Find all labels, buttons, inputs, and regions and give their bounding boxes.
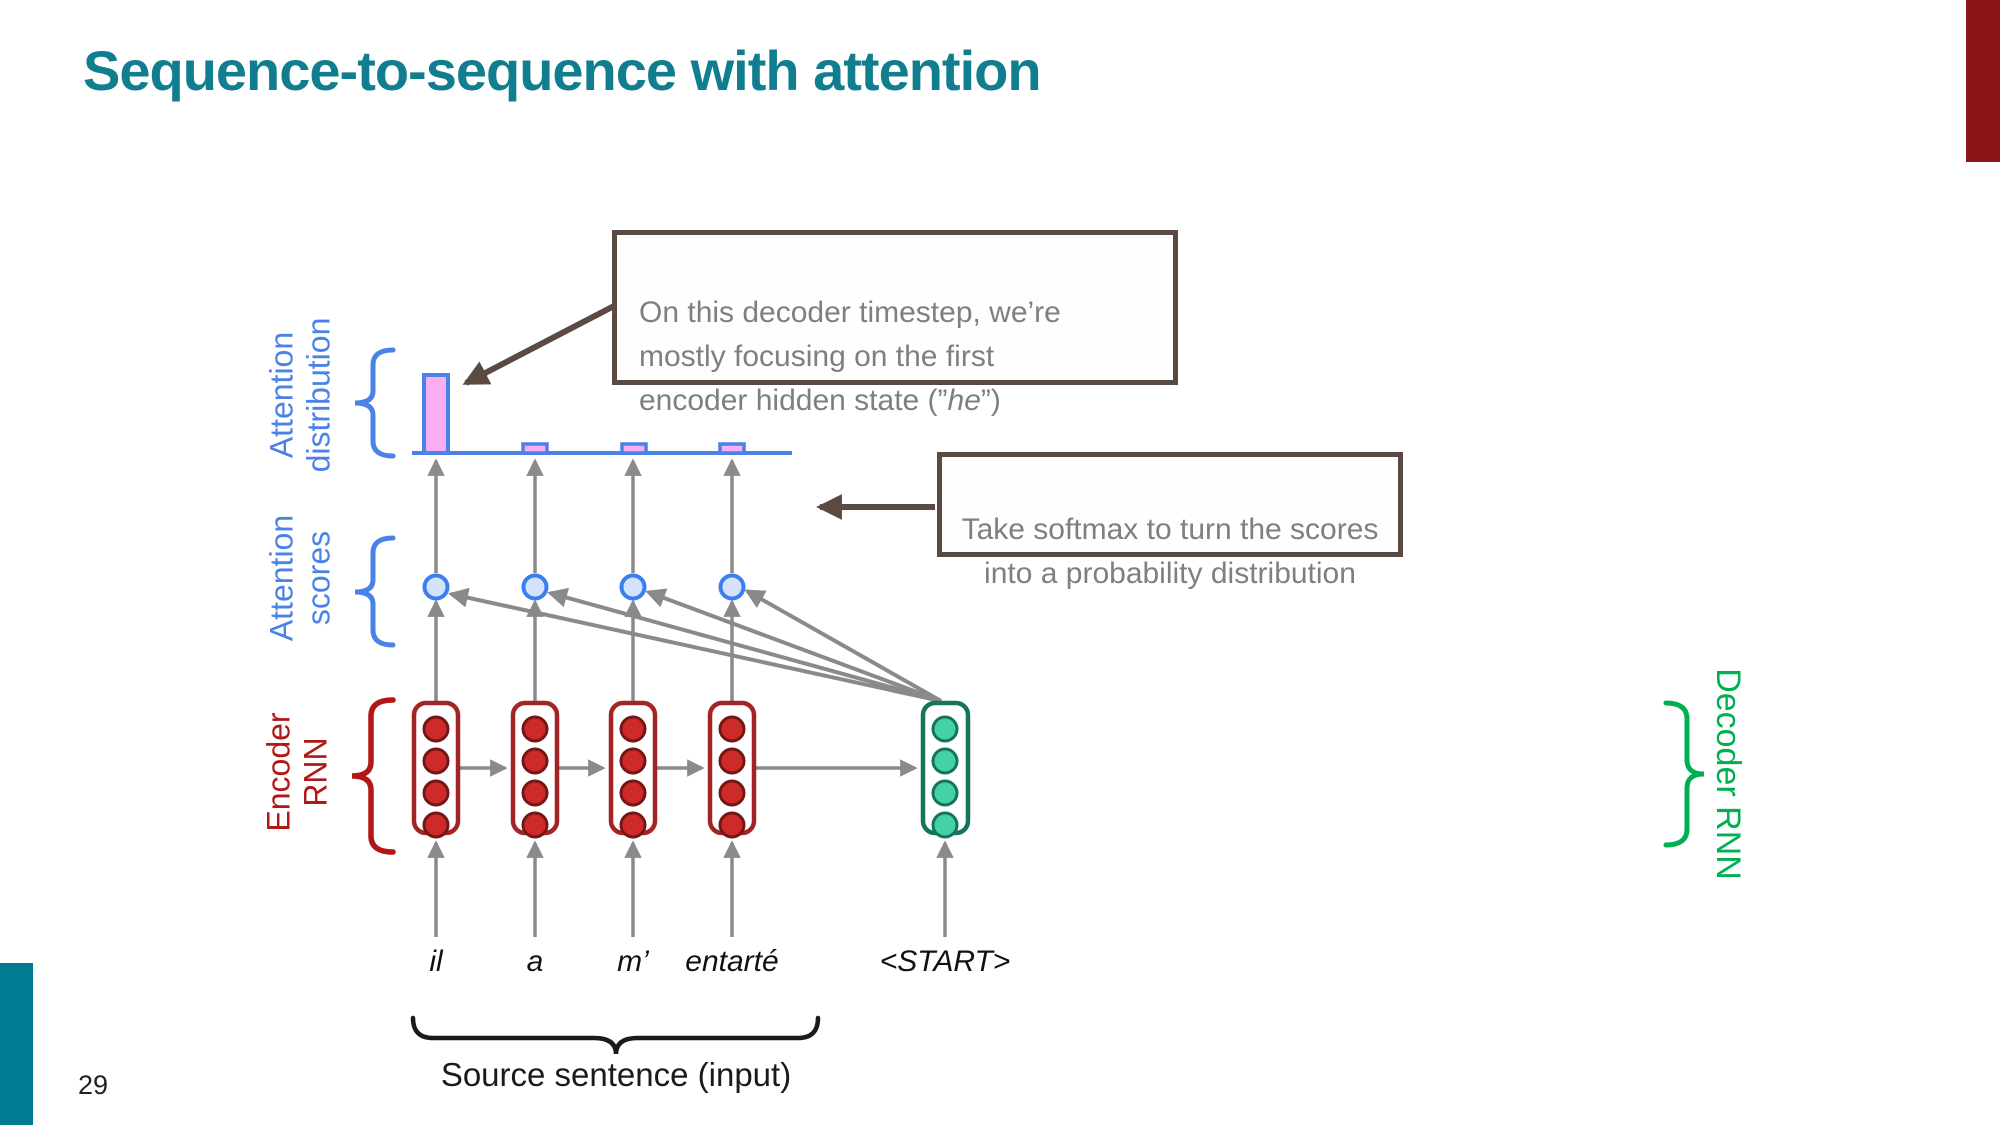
score-circle-3 xyxy=(619,573,647,601)
attention-bar-2 xyxy=(521,442,549,455)
attention-bar-3 xyxy=(620,442,648,455)
label-attention-distribution: Attention distribution xyxy=(263,317,337,473)
callout-take-softmax: Take softmax to turn the scores into a p… xyxy=(937,452,1403,590)
score-circle-4 xyxy=(718,573,746,601)
brace-encoder-rnn xyxy=(351,697,396,855)
source-word-entarte: entarté xyxy=(685,945,779,978)
label-attention-scores: Attention scores xyxy=(263,514,337,642)
callout-softmax-text: Take softmax to turn the scores into a p… xyxy=(961,513,1379,590)
decoder-hidden-state xyxy=(920,700,971,839)
slide-title: Sequence-to-sequence with attention xyxy=(83,39,1042,102)
score-circle-2 xyxy=(521,573,549,601)
brace-decoder-rnn xyxy=(1663,700,1705,848)
attention-bar-4 xyxy=(718,442,746,455)
encoder-units xyxy=(422,715,746,839)
corner-accent-red xyxy=(1966,0,2000,162)
corner-accent-teal xyxy=(0,963,33,1125)
source-word-m: m’ xyxy=(617,945,649,978)
callout-decoder-text-emphasis: he xyxy=(947,384,981,417)
source-word-a: a xyxy=(526,945,544,978)
fan-line-2 xyxy=(547,587,942,703)
decoder-units xyxy=(931,715,959,839)
vertical-arrows xyxy=(427,458,954,937)
callout-decoder-arrow xyxy=(462,303,616,386)
callout-decoder-timestep: On this decoder timestep, we’re mostly f… xyxy=(612,230,1178,417)
fan-line-4 xyxy=(744,589,942,703)
brace-source-sentence xyxy=(410,1015,821,1055)
label-decoder-rnn: Decoder RNN xyxy=(1708,668,1747,880)
callout-decoder-text-prefix: On this decoder timestep, we’re mostly f… xyxy=(639,296,1061,417)
start-token: <START> xyxy=(879,945,1011,978)
attention-bar-1 xyxy=(422,373,450,455)
callout-decoder-text-suffix: ”) xyxy=(980,384,1001,417)
brace-attention-scores xyxy=(354,535,396,648)
source-word-il: il xyxy=(429,945,443,978)
attention-fan-lines xyxy=(448,587,942,703)
attention-score-circles xyxy=(422,573,746,601)
score-circle-1 xyxy=(422,573,450,601)
encoder-hidden-states xyxy=(411,700,757,839)
source-sentence-label: Source sentence (input) xyxy=(440,1056,792,1093)
fan-line-3 xyxy=(645,588,942,703)
attention-distribution-chart xyxy=(412,373,792,455)
brace-attention-distribution xyxy=(354,347,396,459)
label-encoder-rnn: Encoder RNN xyxy=(260,712,334,832)
page-number: 29 xyxy=(78,1070,109,1100)
